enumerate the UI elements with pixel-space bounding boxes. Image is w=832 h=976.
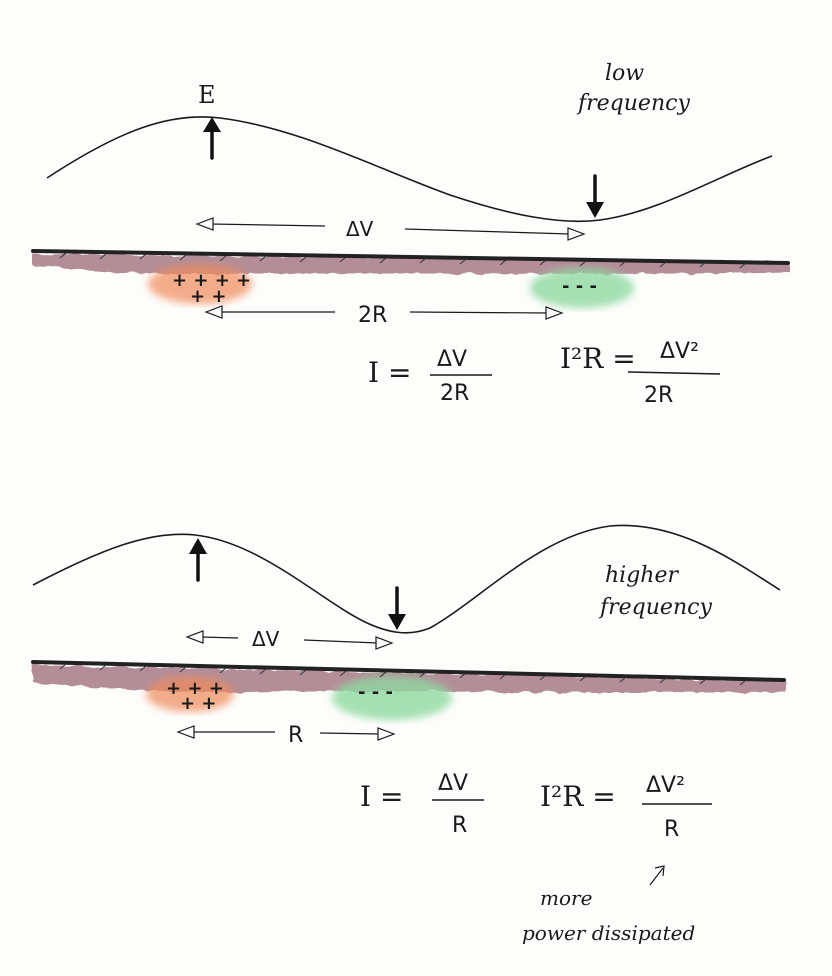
top-power-lhs: I²R = bbox=[560, 342, 636, 375]
top-delta-v-label: ΔV bbox=[346, 217, 374, 241]
top-field-up-arrow-icon bbox=[203, 117, 221, 160]
top-dist-left-arrowhead-icon bbox=[204, 305, 223, 319]
top-dv-right-arrowhead-icon bbox=[567, 227, 586, 241]
top-positive-charge-region bbox=[148, 264, 252, 304]
top-field-down-arrow-icon bbox=[586, 174, 604, 218]
top-frequency-label-line1: low bbox=[605, 61, 644, 86]
bottom-current-lhs: I = bbox=[360, 780, 403, 813]
bottom-current-numerator: ΔV bbox=[438, 771, 468, 796]
top-plus-signs-row2: + + bbox=[190, 286, 226, 307]
top-field-wave bbox=[46, 116, 773, 223]
top-current-lhs: I = bbox=[368, 356, 411, 389]
bottom-positive-charge-region bbox=[146, 676, 234, 712]
bottom-frequency-label-line2: frequency bbox=[598, 595, 712, 620]
top-delta-v-dimension bbox=[195, 217, 586, 241]
bottom-delta-v-dimension bbox=[185, 630, 394, 650]
bottom-ground-line bbox=[31, 660, 786, 682]
top-current-numerator: ΔV bbox=[437, 347, 467, 372]
bottom-plus-signs-row2: + + bbox=[180, 693, 216, 714]
bottom-current-denominator: R bbox=[452, 813, 467, 838]
top-frequency-label-line2: frequency bbox=[576, 91, 690, 116]
top-dv-left-arrowhead-icon bbox=[195, 217, 214, 231]
bottom-field-wave bbox=[32, 524, 781, 634]
bottom-frequency-label-line1: higher bbox=[605, 563, 679, 588]
bottom-dist-right-arrowhead-icon bbox=[377, 727, 396, 741]
bottom-panel: higher frequency ΔV bbox=[31, 524, 786, 945]
bottom-field-down-arrow-icon bbox=[388, 586, 406, 630]
bottom-ground-hatching bbox=[59, 663, 747, 686]
bottom-delta-v-label: ΔV bbox=[252, 627, 280, 651]
top-minus-signs: - - - bbox=[562, 276, 597, 297]
top-ground-hatching bbox=[59, 252, 747, 269]
bottom-dv-left-arrowhead-icon bbox=[185, 630, 204, 644]
top-field-label: E bbox=[198, 81, 216, 109]
bottom-power-lhs: I²R = bbox=[540, 780, 616, 813]
bottom-power-numerator: ΔV² bbox=[646, 773, 685, 798]
top-power-denominator: 2R bbox=[644, 383, 673, 408]
top-current-denominator: 2R bbox=[440, 381, 469, 406]
bottom-power-denominator: R bbox=[664, 817, 679, 842]
top-distance-dimension bbox=[204, 305, 564, 320]
bottom-minus-signs: - - - bbox=[358, 682, 393, 703]
top-power-fraction-bar bbox=[627, 371, 721, 375]
bottom-dist-left-arrowhead-icon bbox=[176, 725, 195, 739]
top-distance-label: 2R bbox=[358, 303, 387, 328]
top-power-numerator: ΔV² bbox=[660, 339, 699, 364]
top-panel: E low frequency ΔV bbox=[31, 61, 790, 408]
bottom-distance-dimension bbox=[176, 725, 396, 741]
top-dist-right-arrowhead-icon bbox=[545, 306, 564, 320]
bottom-distance-label: R bbox=[288, 723, 303, 748]
bottom-plus-signs: + + + bbox=[166, 678, 224, 699]
top-ground-line bbox=[31, 249, 790, 265]
bottom-note-arrow-icon bbox=[649, 865, 665, 886]
top-negative-charge-region bbox=[530, 268, 634, 308]
bottom-note-line1: more bbox=[540, 886, 592, 910]
top-plus-signs: + + + + bbox=[172, 270, 251, 291]
bottom-field-up-arrow-icon bbox=[189, 538, 207, 582]
bottom-dv-right-arrowhead-icon bbox=[375, 636, 394, 650]
bottom-note-line2: power dissipated bbox=[522, 921, 695, 945]
bottom-negative-charge-region bbox=[332, 676, 452, 720]
